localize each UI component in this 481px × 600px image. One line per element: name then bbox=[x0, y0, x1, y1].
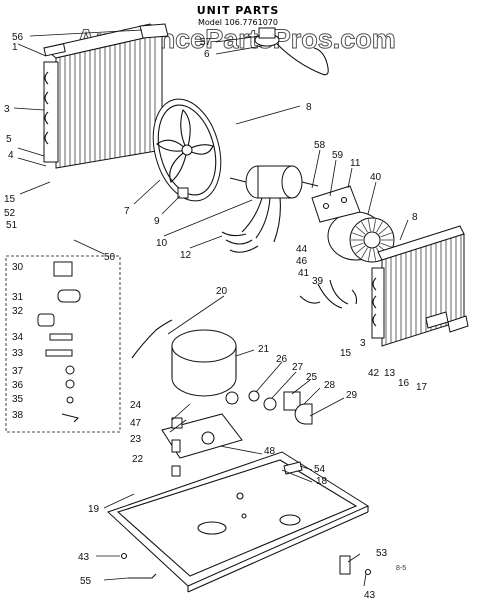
callout-17: 17 bbox=[416, 382, 428, 393]
callout-30: 30 bbox=[12, 262, 24, 273]
callout-38: 38 bbox=[12, 410, 24, 421]
drain-pads-16-17 bbox=[425, 311, 469, 333]
control-valve-57 bbox=[254, 27, 329, 76]
callout-53: 53 bbox=[376, 548, 388, 559]
blower-fin bbox=[373, 248, 376, 261]
blower-fin bbox=[380, 232, 392, 238]
callout-8-right: 8 bbox=[412, 212, 418, 223]
callout-9: 9 bbox=[154, 216, 160, 227]
control-components-box bbox=[5, 255, 121, 433]
fan-motor bbox=[229, 165, 319, 243]
fan-blade-assembly bbox=[152, 98, 222, 202]
callout-50: 50 bbox=[104, 252, 116, 263]
callout-numbers: 56 1 57 6 3 8 5 4 15 7 9 52 51 10 12 50 … bbox=[4, 32, 428, 600]
compressor-terminal-parts bbox=[248, 390, 313, 425]
callout-39: 39 bbox=[312, 276, 324, 287]
callout-43-left: 43 bbox=[78, 552, 90, 563]
callout-20: 20 bbox=[216, 286, 228, 297]
callout-3: 3 bbox=[4, 104, 10, 115]
callout-59: 59 bbox=[332, 150, 344, 161]
callout-52: 52 bbox=[4, 208, 16, 219]
condenser-coil bbox=[42, 23, 164, 169]
callout-27: 27 bbox=[292, 362, 304, 373]
callout-42: 42 bbox=[368, 368, 380, 379]
callout-37: 37 bbox=[12, 366, 24, 377]
small-brackets-53-54-55 bbox=[120, 461, 372, 579]
callout-10: 10 bbox=[156, 238, 168, 249]
callout-46: 46 bbox=[296, 256, 308, 267]
callout-24: 24 bbox=[130, 400, 142, 411]
callout-12: 12 bbox=[180, 250, 192, 261]
callout-34: 34 bbox=[12, 332, 24, 343]
callout-4: 4 bbox=[8, 150, 14, 161]
callout-1: 1 bbox=[12, 42, 18, 53]
callout-32: 32 bbox=[12, 306, 24, 317]
compressor bbox=[171, 329, 239, 405]
callout-41: 41 bbox=[298, 268, 310, 279]
callout-36: 36 bbox=[12, 380, 24, 391]
refrigerant-tubing bbox=[299, 279, 358, 309]
blower-fin bbox=[355, 245, 366, 254]
blower-fin bbox=[361, 247, 368, 259]
base-pan bbox=[107, 451, 370, 593]
callout-18: 18 bbox=[316, 476, 328, 487]
callout-8-top: 8 bbox=[306, 102, 312, 113]
motor-wiring-12 bbox=[221, 231, 259, 253]
model-number: Model 106.7761070 bbox=[198, 18, 278, 27]
motor-mount-bracket-11 bbox=[311, 185, 361, 223]
callout-29: 29 bbox=[346, 390, 358, 401]
blower-fin bbox=[368, 248, 371, 261]
callout-15-right: 15 bbox=[340, 348, 352, 359]
callout-26: 26 bbox=[276, 354, 288, 365]
footer-code: 8-5 bbox=[396, 565, 406, 572]
callout-40: 40 bbox=[370, 172, 382, 183]
callout-21: 21 bbox=[258, 344, 270, 355]
callout-15-left: 15 bbox=[4, 194, 16, 205]
top-bracket-56 bbox=[139, 23, 169, 39]
callout-31: 31 bbox=[12, 292, 24, 303]
callout-11: 11 bbox=[350, 158, 361, 169]
callout-57: 57 bbox=[200, 37, 212, 48]
diagram-title: UNIT PARTS bbox=[197, 4, 280, 17]
callout-35: 35 bbox=[12, 394, 24, 405]
blower-fin bbox=[355, 226, 366, 235]
callout-25: 25 bbox=[306, 372, 318, 383]
leader-lines bbox=[13, 29, 409, 587]
callout-13: 13 bbox=[384, 368, 396, 379]
callout-48: 48 bbox=[264, 446, 276, 457]
blower-fin bbox=[373, 219, 376, 232]
callout-19: 19 bbox=[88, 504, 100, 515]
callout-58: 58 bbox=[314, 140, 326, 151]
callout-33: 33 bbox=[12, 348, 24, 359]
blower-fin bbox=[352, 232, 364, 238]
callout-56: 56 bbox=[12, 32, 24, 43]
callout-22: 22 bbox=[132, 454, 144, 465]
callout-43-right: 43 bbox=[364, 590, 376, 600]
callout-23: 23 bbox=[130, 434, 142, 445]
wire-20 bbox=[131, 319, 173, 359]
callout-6: 6 bbox=[204, 49, 210, 60]
callout-55: 55 bbox=[80, 576, 92, 587]
callout-16: 16 bbox=[398, 378, 410, 389]
blower-fin bbox=[380, 242, 392, 248]
callout-7: 7 bbox=[124, 206, 130, 217]
callout-44: 44 bbox=[296, 244, 308, 255]
callout-54: 54 bbox=[314, 464, 326, 475]
blower-fin bbox=[376, 221, 383, 233]
callout-51: 51 bbox=[6, 220, 18, 231]
callout-5: 5 bbox=[6, 134, 12, 145]
blower-fin bbox=[378, 226, 389, 235]
callout-28: 28 bbox=[324, 380, 336, 391]
blower-fin bbox=[361, 221, 368, 233]
blower-fin bbox=[352, 242, 364, 248]
control-components bbox=[37, 261, 81, 423]
blower-fin bbox=[368, 219, 371, 232]
callout-47: 47 bbox=[130, 418, 142, 429]
callout-3-right: 3 bbox=[360, 338, 366, 349]
